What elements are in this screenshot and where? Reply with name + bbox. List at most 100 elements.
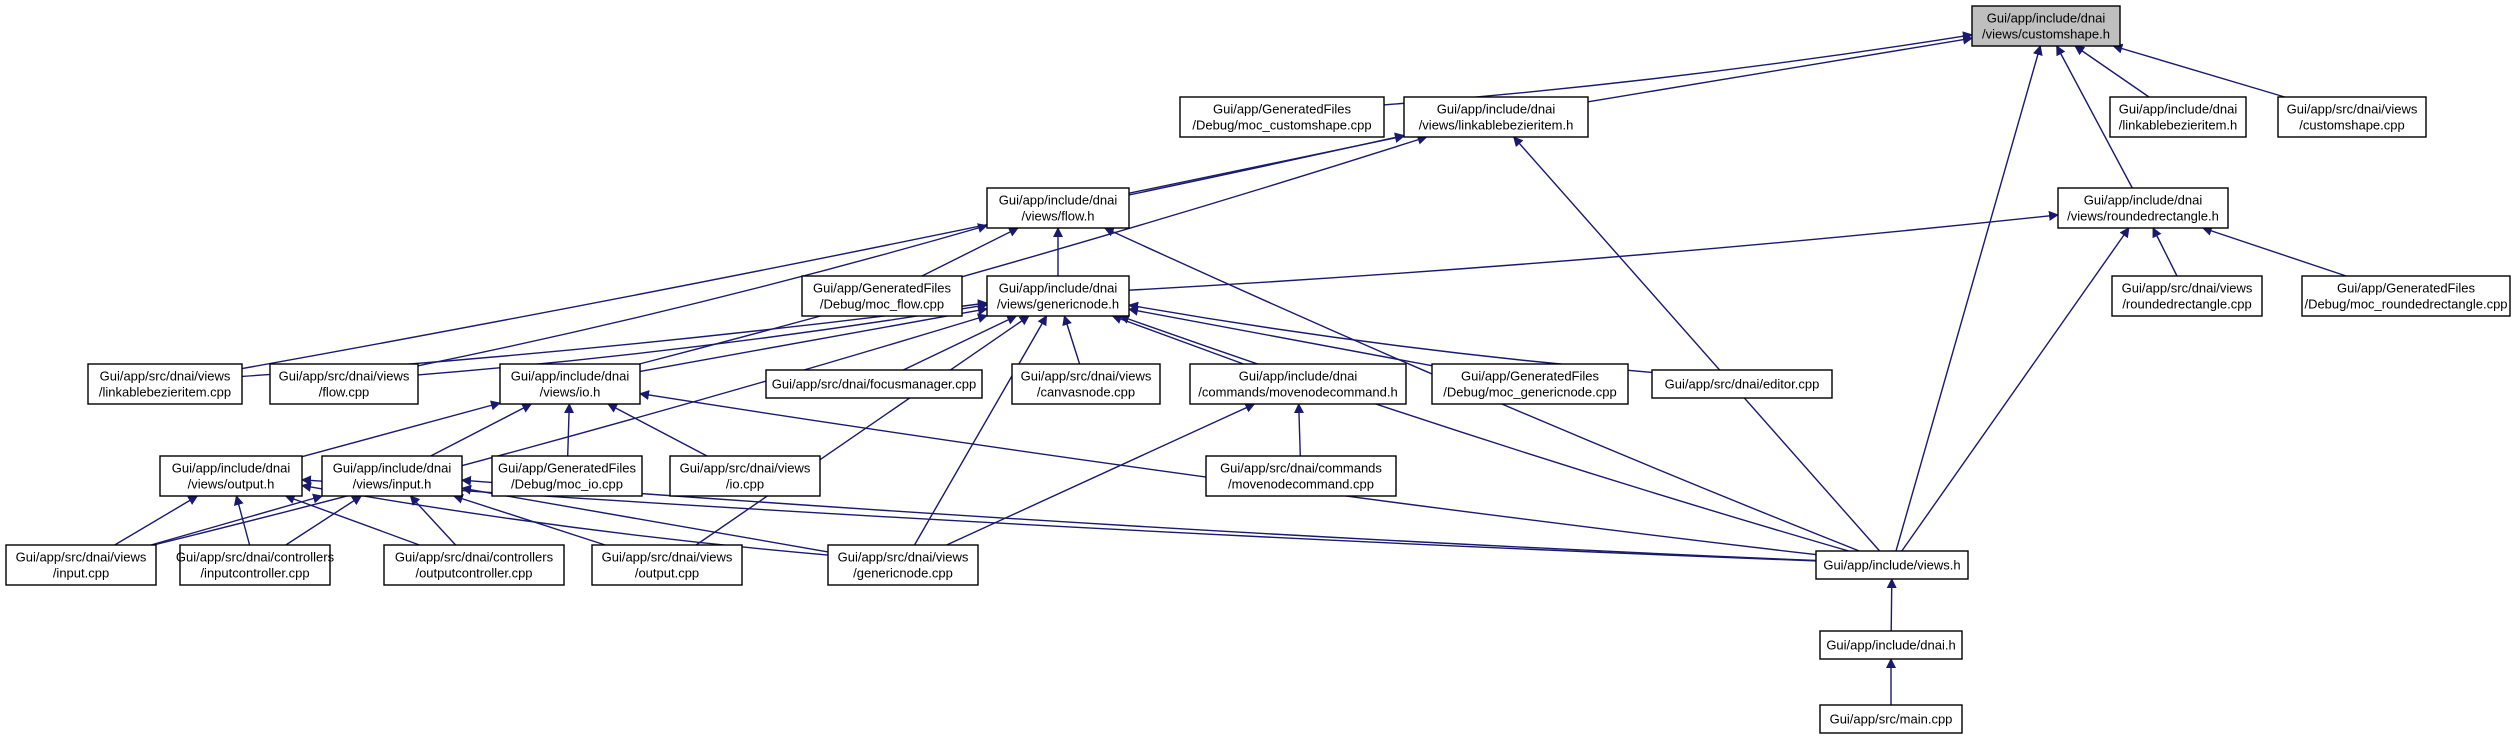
node-box[interactable]	[591, 544, 743, 586]
node-box[interactable]	[5, 544, 157, 586]
node-label-line: /Debug/moc_genericnode.cpp	[1443, 385, 1616, 400]
graph-node-output_h[interactable]: Gui/app/include/dnai/views/output.h	[159, 455, 303, 497]
node-box[interactable]	[383, 544, 565, 586]
graph-node-genericnode_h[interactable]: Gui/app/include/dnai/views/genericnode.h	[986, 275, 1130, 317]
node-box[interactable]	[1971, 5, 2121, 47]
graph-node-focusmanager_cpp[interactable]: Gui/app/src/dnai/focusmanager.cpp	[765, 369, 983, 399]
node-box[interactable]	[87, 363, 243, 405]
edge-canvasnode_cpp-to-genericnode_h	[1062, 315, 1081, 365]
edge-io_cpp-to-io_h	[607, 403, 708, 457]
node-label-line: /views/genericnode.h	[997, 297, 1119, 312]
edge-input_cpp-to-input_h	[150, 493, 324, 546]
graph-node-customshape_h[interactable]: Gui/app/include/dnai/views/customshape.h	[1971, 5, 2121, 47]
node-box[interactable]	[499, 363, 641, 405]
node-label-line: Gui/app/GeneratedFiles	[1213, 102, 1352, 117]
graph-node-inputcontroller_cpp[interactable]: Gui/app/src/dnai/controllers/inputcontro…	[176, 544, 335, 586]
node-box[interactable]	[159, 455, 303, 497]
graph-node-dnai_h[interactable]: Gui/app/include/dnai.h	[1819, 630, 1963, 660]
graph-node-output_cpp[interactable]: Gui/app/src/dnai/views/output.cpp	[591, 544, 743, 586]
node-box[interactable]	[2109, 96, 2247, 138]
edge-customshape_cpp-to-customshape_h	[2112, 43, 2285, 98]
graph-node-main_cpp[interactable]: Gui/app/src/main.cpp	[1819, 704, 1963, 734]
graph-node-views_h[interactable]: Gui/app/include/views.h	[1815, 550, 1969, 580]
graph-node-editor_cpp[interactable]: Gui/app/src/dnai/editor.cpp	[1651, 369, 1833, 399]
node-label-line: Gui/app/include/dnai	[2084, 193, 2203, 208]
graph-node-input_cpp[interactable]: Gui/app/src/dnai/views/input.cpp	[5, 544, 157, 586]
node-box[interactable]	[1431, 363, 1629, 405]
node-box[interactable]	[1651, 369, 1833, 399]
node-box[interactable]	[765, 369, 983, 399]
graph-node-moc_io[interactable]: Gui/app/GeneratedFiles/Debug/moc_io.cpp	[491, 455, 643, 497]
graph-node-io_h[interactable]: Gui/app/include/dnai/views/io.h	[499, 363, 641, 405]
edge-output_h-to-io_h	[301, 400, 501, 458]
edge-movenodecommand_cpp-to-movenodecommand_h	[1293, 403, 1304, 457]
node-box[interactable]	[269, 363, 419, 405]
node-box[interactable]	[2277, 96, 2427, 138]
nodes: Gui/app/include/dnai/views/customshape.h…	[5, 5, 2511, 734]
graph-node-genericnode_cpp[interactable]: Gui/app/src/dnai/views/genericnode.cpp	[827, 544, 979, 586]
node-box[interactable]	[2057, 187, 2229, 229]
node-box[interactable]	[321, 455, 463, 497]
node-label-line: /Debug/moc_customshape.cpp	[1192, 118, 1371, 133]
node-label-line: /Debug/moc_io.cpp	[511, 477, 623, 492]
edge-moc_genericnode-to-genericnode_h	[1128, 305, 1433, 367]
node-box[interactable]	[1179, 96, 1385, 138]
node-box[interactable]	[1815, 550, 1969, 580]
node-box[interactable]	[2111, 275, 2263, 317]
graph-node-input_h[interactable]: Gui/app/include/dnai/views/input.h	[321, 455, 463, 497]
node-box[interactable]	[1819, 630, 1963, 660]
edge-dnai_h-to-views_h	[1886, 578, 1897, 632]
node-box[interactable]	[827, 544, 979, 586]
node-label-line: Gui/app/include/dnai.h	[1826, 638, 1955, 653]
graph-node-moc_genericnode[interactable]: Gui/app/GeneratedFiles/Debug/moc_generic…	[1431, 363, 1629, 405]
edge-roundedrectangle_cpp-to-roundedrectangle_h	[2152, 227, 2178, 277]
graph-node-moc_customshape[interactable]: Gui/app/GeneratedFiles/Debug/moc_customs…	[1179, 96, 1385, 138]
edge-moc_customshape-to-customshape_h	[1383, 31, 1973, 106]
graph-node-flow_h[interactable]: Gui/app/include/dnai/views/flow.h	[986, 187, 1130, 229]
edge-genericnode_cpp-to-genericnode_h	[913, 315, 1048, 546]
edge-views_h-to-customshape_h	[1895, 45, 2043, 552]
graph-node-flow_cpp[interactable]: Gui/app/src/dnai/views/flow.cpp	[269, 363, 419, 405]
node-box[interactable]	[1403, 96, 1589, 138]
graph-node-movenodecommand_h[interactable]: Gui/app/include/dnai/commands/movenodeco…	[1189, 363, 1407, 405]
node-label-line: Gui/app/src/dnai/views	[16, 550, 147, 565]
node-label-line: /inputcontroller.cpp	[200, 566, 309, 581]
graph-node-roundedrectangle_h[interactable]: Gui/app/include/dnai/views/roundedrectan…	[2057, 187, 2229, 229]
graph-node-customshape_cpp[interactable]: Gui/app/src/dnai/views/customshape.cpp	[2277, 96, 2427, 138]
graph-node-linkablebezieritem_h2[interactable]: Gui/app/include/dnai/linkablebezieritem.…	[2109, 96, 2247, 138]
node-box[interactable]	[801, 275, 963, 317]
graph-node-canvasnode_cpp[interactable]: Gui/app/src/dnai/views/canvasnode.cpp	[1011, 363, 1161, 405]
node-label-line: /views/linkablebezieritem.h	[1419, 118, 1574, 133]
node-label-line: Gui/app/src/dnai/controllers	[395, 550, 554, 565]
node-box[interactable]	[491, 455, 643, 497]
graph-node-moc_flow[interactable]: Gui/app/GeneratedFiles/Debug/moc_flow.cp…	[801, 275, 963, 317]
edge-outputcontroller_cpp-to-input_h	[409, 495, 457, 546]
edge-linkablebezieritem_h2-to-customshape_h	[2074, 45, 2150, 98]
graph-node-roundedrectangle_cpp[interactable]: Gui/app/src/dnai/views/roundedrectangle.…	[2111, 275, 2263, 317]
graph-node-movenodecommand_cpp[interactable]: Gui/app/src/dnai/commands/movenodecomman…	[1205, 455, 1397, 497]
node-box[interactable]	[669, 455, 821, 497]
graph-node-moc_roundedrectangle[interactable]: Gui/app/GeneratedFiles/Debug/moc_rounded…	[2301, 275, 2511, 317]
node-label-line: /views/customshape.h	[1982, 27, 2110, 42]
node-box[interactable]	[1189, 363, 1407, 405]
node-box[interactable]	[1011, 363, 1161, 405]
node-label-line: /outputcontroller.cpp	[415, 566, 532, 581]
graph-node-io_cpp[interactable]: Gui/app/src/dnai/views/io.cpp	[669, 455, 821, 497]
node-label-line: Gui/app/src/dnai/views	[100, 369, 231, 384]
node-box[interactable]	[986, 275, 1130, 317]
node-label-line: Gui/app/src/dnai/views	[279, 369, 410, 384]
edge-genericnode_h-to-roundedrectangle_h	[1128, 210, 2059, 291]
edge-views_h-to-roundedrectangle_h	[1901, 227, 2130, 552]
node-box[interactable]	[1205, 455, 1397, 497]
node-label-line: /views/io.h	[540, 385, 601, 400]
node-label-line: Gui/app/GeneratedFiles	[1461, 369, 1600, 384]
node-box[interactable]	[179, 544, 331, 586]
graph-node-linkablebezieritem_h[interactable]: Gui/app/include/dnai/views/linkablebezie…	[1403, 96, 1589, 138]
graph-node-linkablebezieritem_cpp[interactable]: Gui/app/src/dnai/views/linkablebezierite…	[87, 363, 243, 405]
node-box[interactable]	[986, 187, 1130, 229]
node-label-line: /views/input.h	[353, 477, 432, 492]
graph-node-outputcontroller_cpp[interactable]: Gui/app/src/dnai/controllers/outputcontr…	[383, 544, 565, 586]
node-box[interactable]	[1819, 704, 1963, 734]
node-label-line: /output.cpp	[635, 566, 699, 581]
node-box[interactable]	[2301, 275, 2511, 317]
